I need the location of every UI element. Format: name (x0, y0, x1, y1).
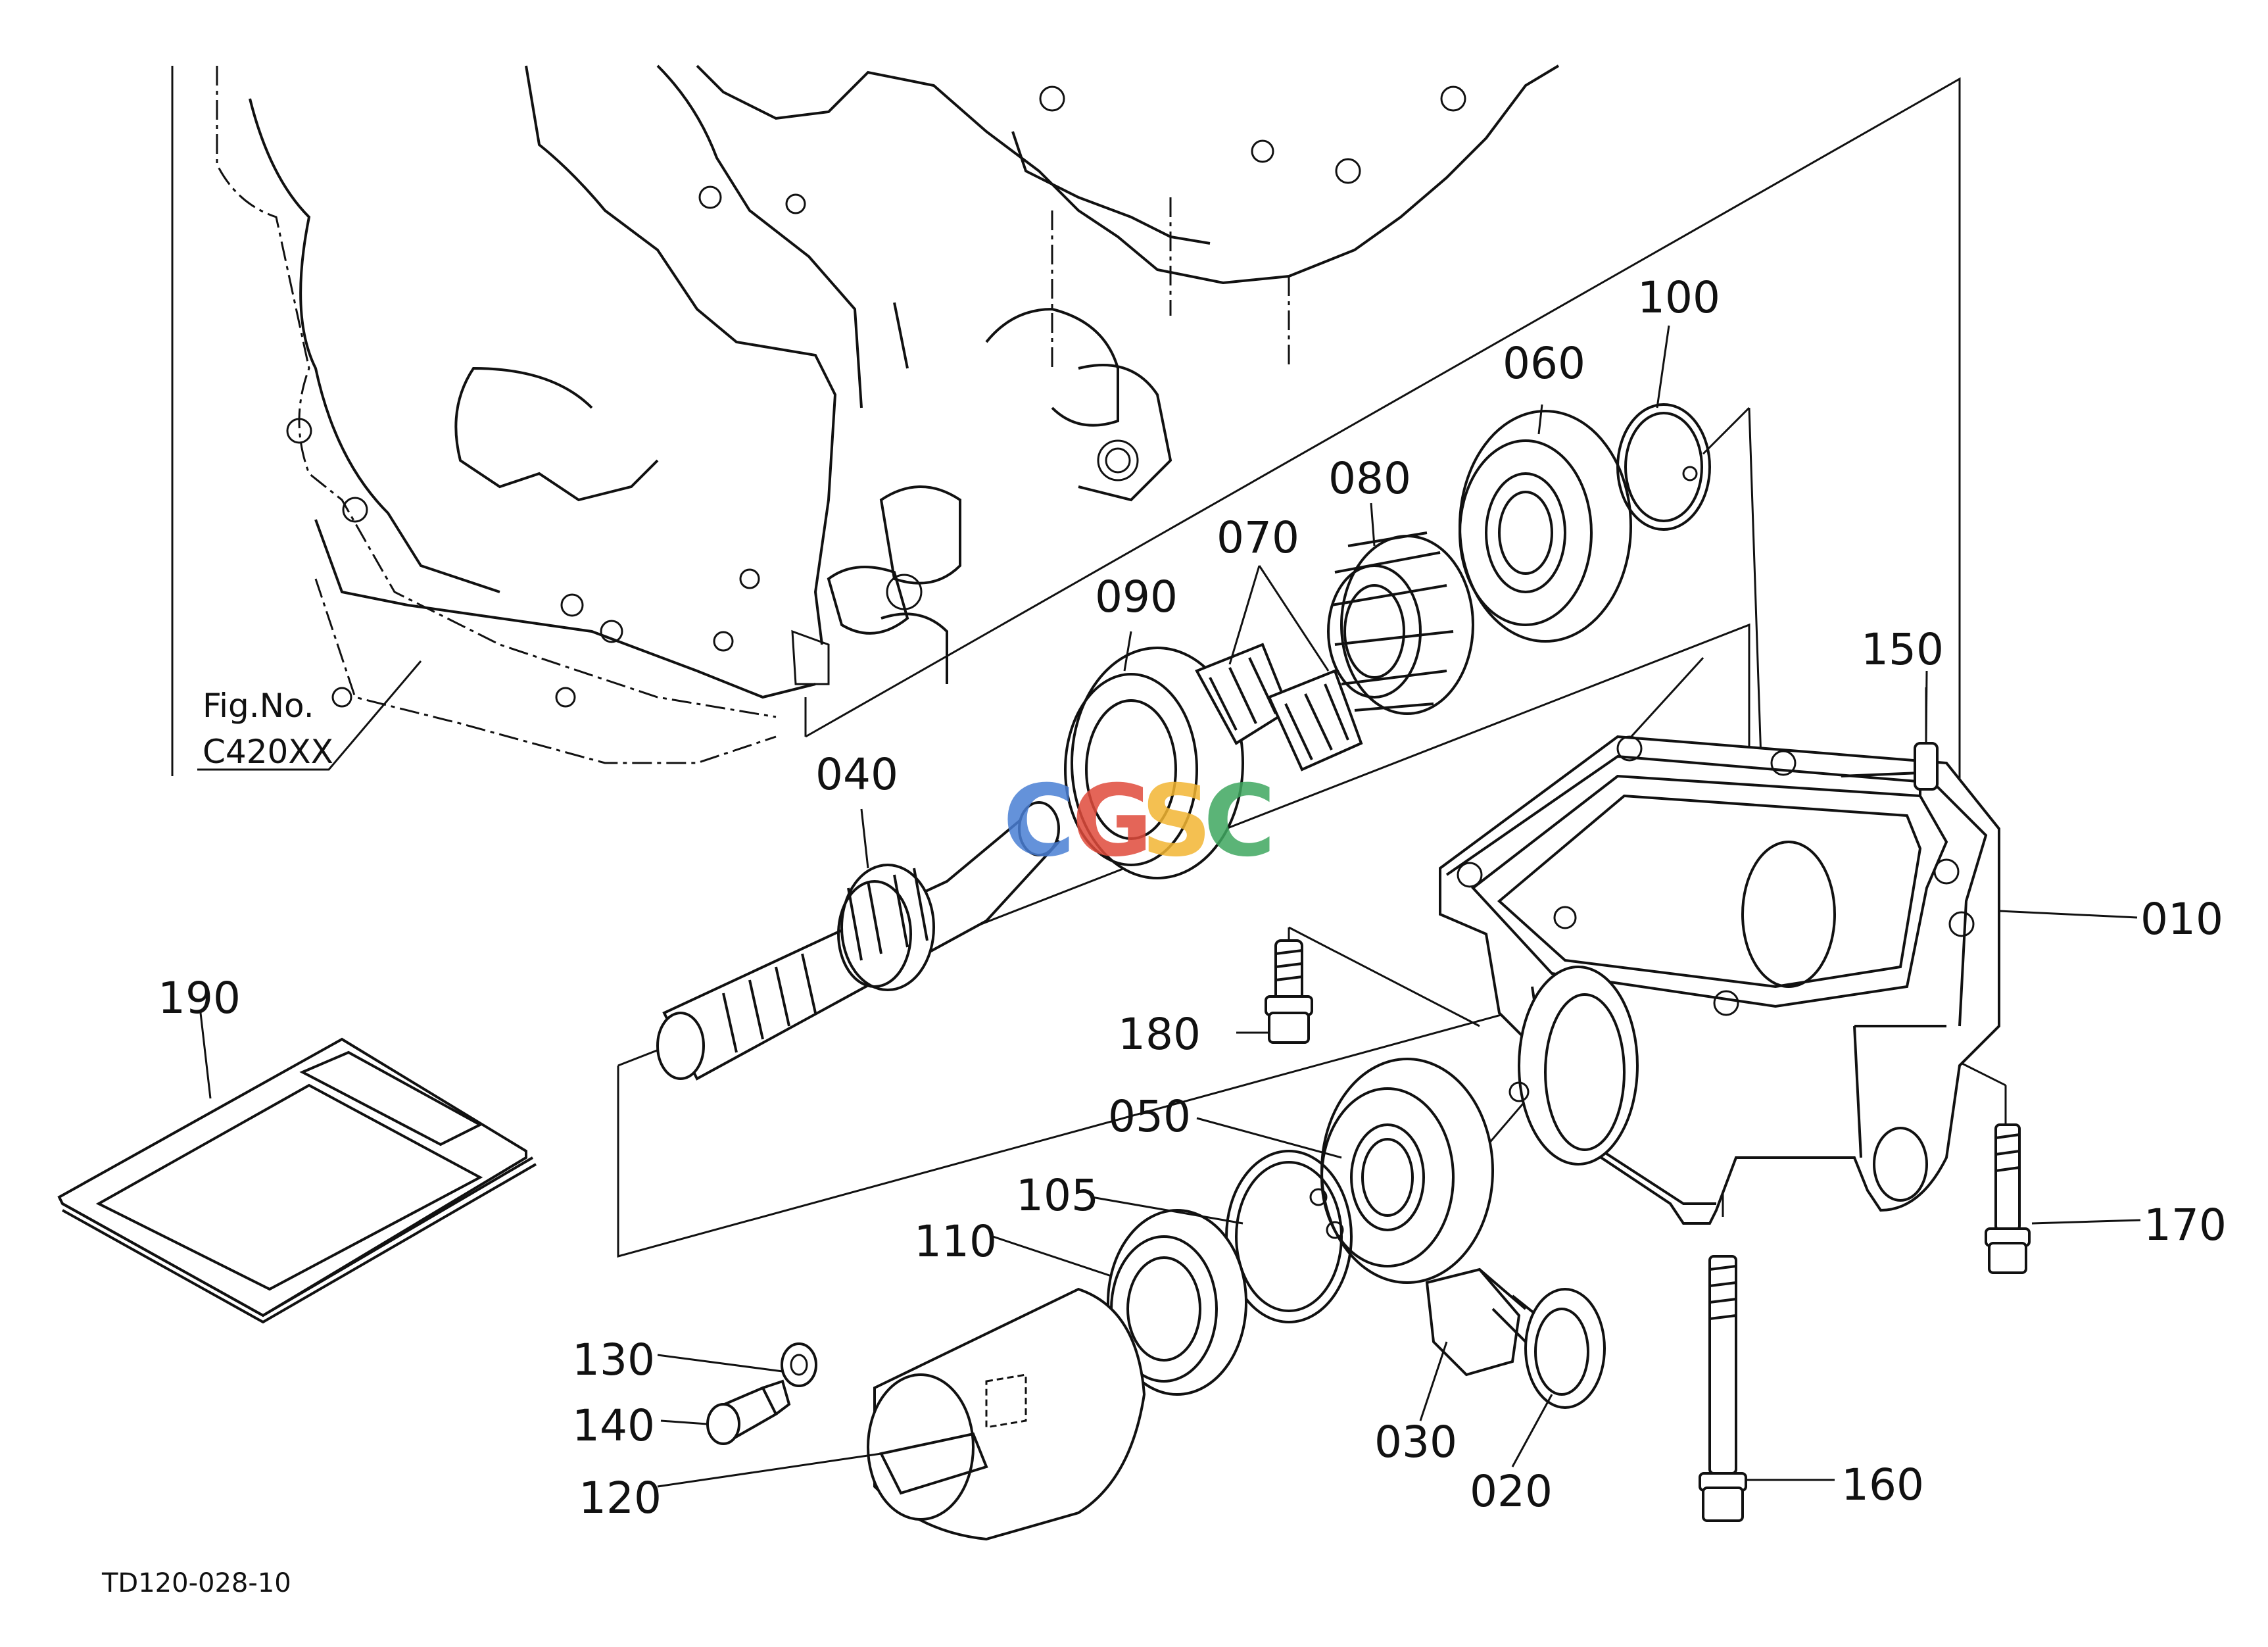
plug-140 (706, 1379, 791, 1445)
part-label-060: 060 (1503, 338, 1585, 389)
part-label-190: 190 (158, 973, 241, 1023)
part-label-140: 140 (572, 1400, 655, 1451)
part-label-105: 105 (1016, 1170, 1099, 1221)
document-code: TD120-028-10 (101, 1568, 291, 1598)
watermark-letter: S (1141, 764, 1212, 879)
cover-120 (867, 1287, 1146, 1541)
part-label-150: 150 (1861, 624, 1944, 675)
plug-030 (1425, 1267, 1547, 1377)
washer-020 (1524, 1288, 1606, 1409)
part-label-130: 130 (572, 1335, 655, 1385)
washer-130 (781, 1342, 817, 1387)
leader-lines (197, 325, 2141, 1488)
gear-case (1439, 735, 2000, 1225)
bolt-170 (1985, 1123, 2031, 1274)
part-label-070: 070 (1217, 512, 1299, 563)
snap-ring-100 (1616, 403, 1711, 531)
part-label-080: 080 (1328, 453, 1411, 504)
oil-seal-110 (1107, 1209, 1247, 1396)
figure-reference-number: C420XX (203, 733, 333, 771)
bearing-060 (1459, 410, 1632, 643)
watermark-letter: C (1203, 764, 1276, 879)
bearing-050 (1320, 1058, 1494, 1284)
part-label-040: 040 (815, 749, 898, 800)
part-label-020: 020 (1470, 1466, 1553, 1517)
watermark-logo: C G S C (1003, 764, 1276, 879)
part-label-170: 170 (2144, 1200, 2227, 1250)
part-label-180: 180 (1118, 1009, 1201, 1060)
needle-bearings-070 (1195, 643, 1363, 772)
part-label-030: 030 (1374, 1417, 1457, 1467)
part-label-010: 010 (2140, 894, 2223, 945)
part-label-050: 050 (1108, 1091, 1191, 1142)
transmission-case-outline (171, 64, 1560, 776)
figure-reference-label: Fig.No. (203, 687, 314, 725)
part-label-120: 120 (579, 1473, 662, 1523)
bolt-180 (1265, 939, 1313, 1044)
part-label-160: 160 (1841, 1460, 1924, 1510)
part-label-090: 090 (1095, 572, 1178, 622)
spline-gear-080 (1327, 531, 1474, 715)
watermark-letter: C (1003, 764, 1075, 879)
part-label-110: 110 (914, 1216, 997, 1267)
manual-booklet-190 (57, 1037, 537, 1324)
drive-shaft (656, 801, 1061, 1081)
long-bolt-160 (1699, 1255, 1747, 1522)
part-labels: 010 020 030 040 050 060 070 080 090 100 … (158, 272, 2227, 1523)
watermark-letter: G (1072, 764, 1153, 879)
bearing-090 (1064, 647, 1244, 879)
part-label-100: 100 (1637, 272, 1720, 323)
